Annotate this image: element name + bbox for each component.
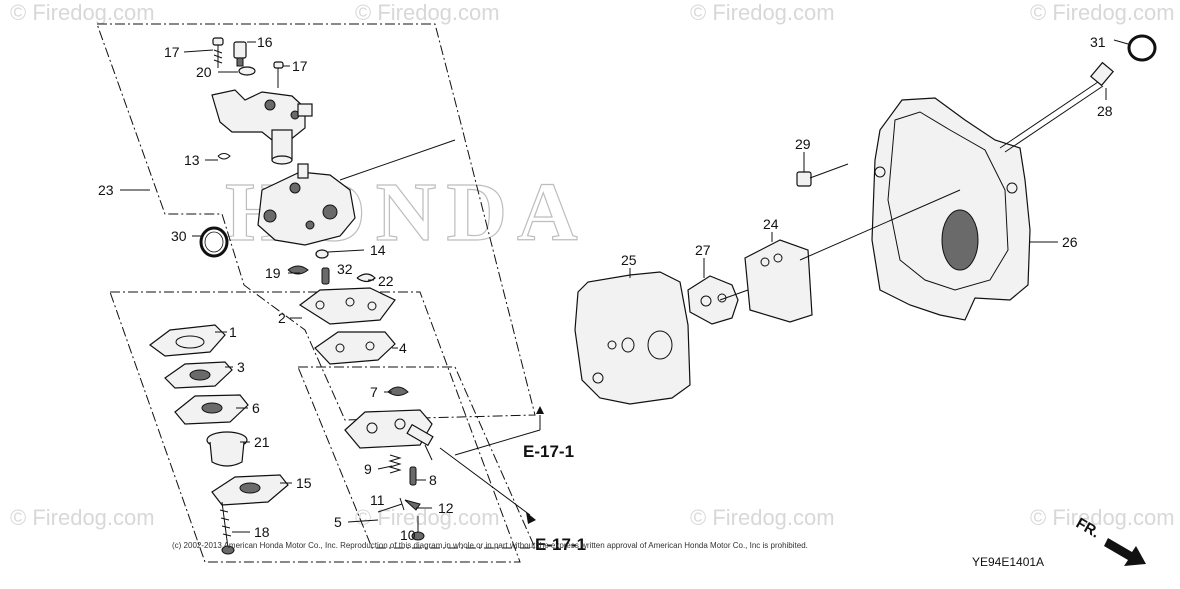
callout-30: 30 <box>171 228 187 244</box>
leader-line <box>719 289 749 301</box>
arrow-head <box>536 406 544 414</box>
diagram-code: YE94E1401A <box>972 555 1044 569</box>
part-1-gasket <box>148 324 226 357</box>
watermark: © Firedog.com <box>1030 505 1175 530</box>
part-29-bolt <box>796 163 849 187</box>
callout-3: 3 <box>237 359 245 375</box>
part-25-gasket <box>574 271 691 405</box>
callout-23: 23 <box>98 182 114 198</box>
part-32-needle <box>321 267 330 285</box>
callout-6: 6 <box>252 400 260 416</box>
callout-31: 31 <box>1090 34 1106 50</box>
callout-10: 10 <box>400 527 416 543</box>
callout-13: 13 <box>184 152 200 168</box>
callout-18: 18 <box>254 524 270 540</box>
part-21-cup <box>206 431 248 467</box>
callout-32: 32 <box>337 261 353 277</box>
part-14-ball <box>315 249 329 259</box>
leader-line <box>799 189 961 261</box>
part-11-lever <box>377 497 405 513</box>
part-9-spring <box>388 454 402 474</box>
part-2-gasket <box>298 287 396 325</box>
leader-line <box>454 429 541 456</box>
callout-12: 12 <box>438 500 454 516</box>
part-8-needle <box>409 466 417 486</box>
callout-26: 26 <box>1062 234 1078 250</box>
part-4-diaphragm <box>314 331 396 365</box>
part-20-washer <box>238 66 256 76</box>
callout-17: 17 <box>164 44 180 60</box>
callout-16: 16 <box>257 34 273 50</box>
callout-27: 27 <box>695 242 711 258</box>
part-17b-screw <box>273 61 284 88</box>
part-26-housing <box>871 97 1031 321</box>
callout-28: 28 <box>1097 103 1113 119</box>
callout-25: 25 <box>621 252 637 268</box>
callout-15: 15 <box>296 475 312 491</box>
callout-9: 9 <box>364 461 372 477</box>
callout-21: 21 <box>254 434 270 450</box>
callout-29: 29 <box>795 136 811 152</box>
part-17-screw <box>212 37 224 68</box>
callout-1: 1 <box>229 324 237 340</box>
leader-line <box>439 447 531 516</box>
callout-5: 5 <box>334 514 342 530</box>
watermark: © Firedog.com <box>10 0 155 25</box>
valve-body <box>344 409 434 461</box>
part-15-plate <box>211 474 289 506</box>
valve-group-outline <box>297 366 536 549</box>
callout-11: 11 <box>370 492 385 508</box>
callout-7: 7 <box>370 384 378 400</box>
carburetor-upper-body <box>211 89 313 165</box>
callout-4: 4 <box>399 340 407 356</box>
part-30-oring <box>199 226 229 258</box>
watermark: © Firedog.com <box>690 0 835 25</box>
copyright-notice: (c) 2002-2013 American Honda Motor Co., … <box>172 541 808 550</box>
watermark: © Firedog.com <box>690 505 835 530</box>
callout-2: 2 <box>278 310 286 326</box>
watermark: © Firedog.com <box>1030 0 1175 25</box>
part-13-clip <box>217 153 231 160</box>
carburetor-lower-body <box>257 163 356 246</box>
part-7-plug <box>387 386 409 396</box>
part-16-screw <box>233 41 247 67</box>
watermark: © Firedog.com <box>355 0 500 25</box>
callout-20: 20 <box>196 64 212 80</box>
callout-14: 14 <box>370 242 386 258</box>
part-27-insulator <box>687 275 739 325</box>
leader-line <box>339 139 456 181</box>
part-10-screw <box>411 516 425 541</box>
watermark: © Firedog.com <box>10 505 155 530</box>
part-3-diaphragm <box>164 361 233 389</box>
part-24-plate <box>744 239 813 323</box>
callout-22: 22 <box>378 273 394 289</box>
callout-24: 24 <box>763 216 779 232</box>
part-31-oring <box>1127 34 1157 62</box>
reference-e17-1: E-17-1 <box>523 442 574 461</box>
watermark: © Firedog.com <box>355 505 500 530</box>
callout-leaders <box>120 39 1129 533</box>
callout-8: 8 <box>429 472 437 488</box>
callout-17: 17 <box>292 58 308 74</box>
part-6-cover <box>174 394 249 425</box>
reference-e17-1: E-17-1 <box>535 535 586 554</box>
callout-19: 19 <box>265 265 281 281</box>
arrow-head <box>526 512 536 524</box>
carburetor-group-outline <box>96 23 536 421</box>
part-18-screw <box>219 501 235 555</box>
part-28-bolt <box>999 61 1114 153</box>
